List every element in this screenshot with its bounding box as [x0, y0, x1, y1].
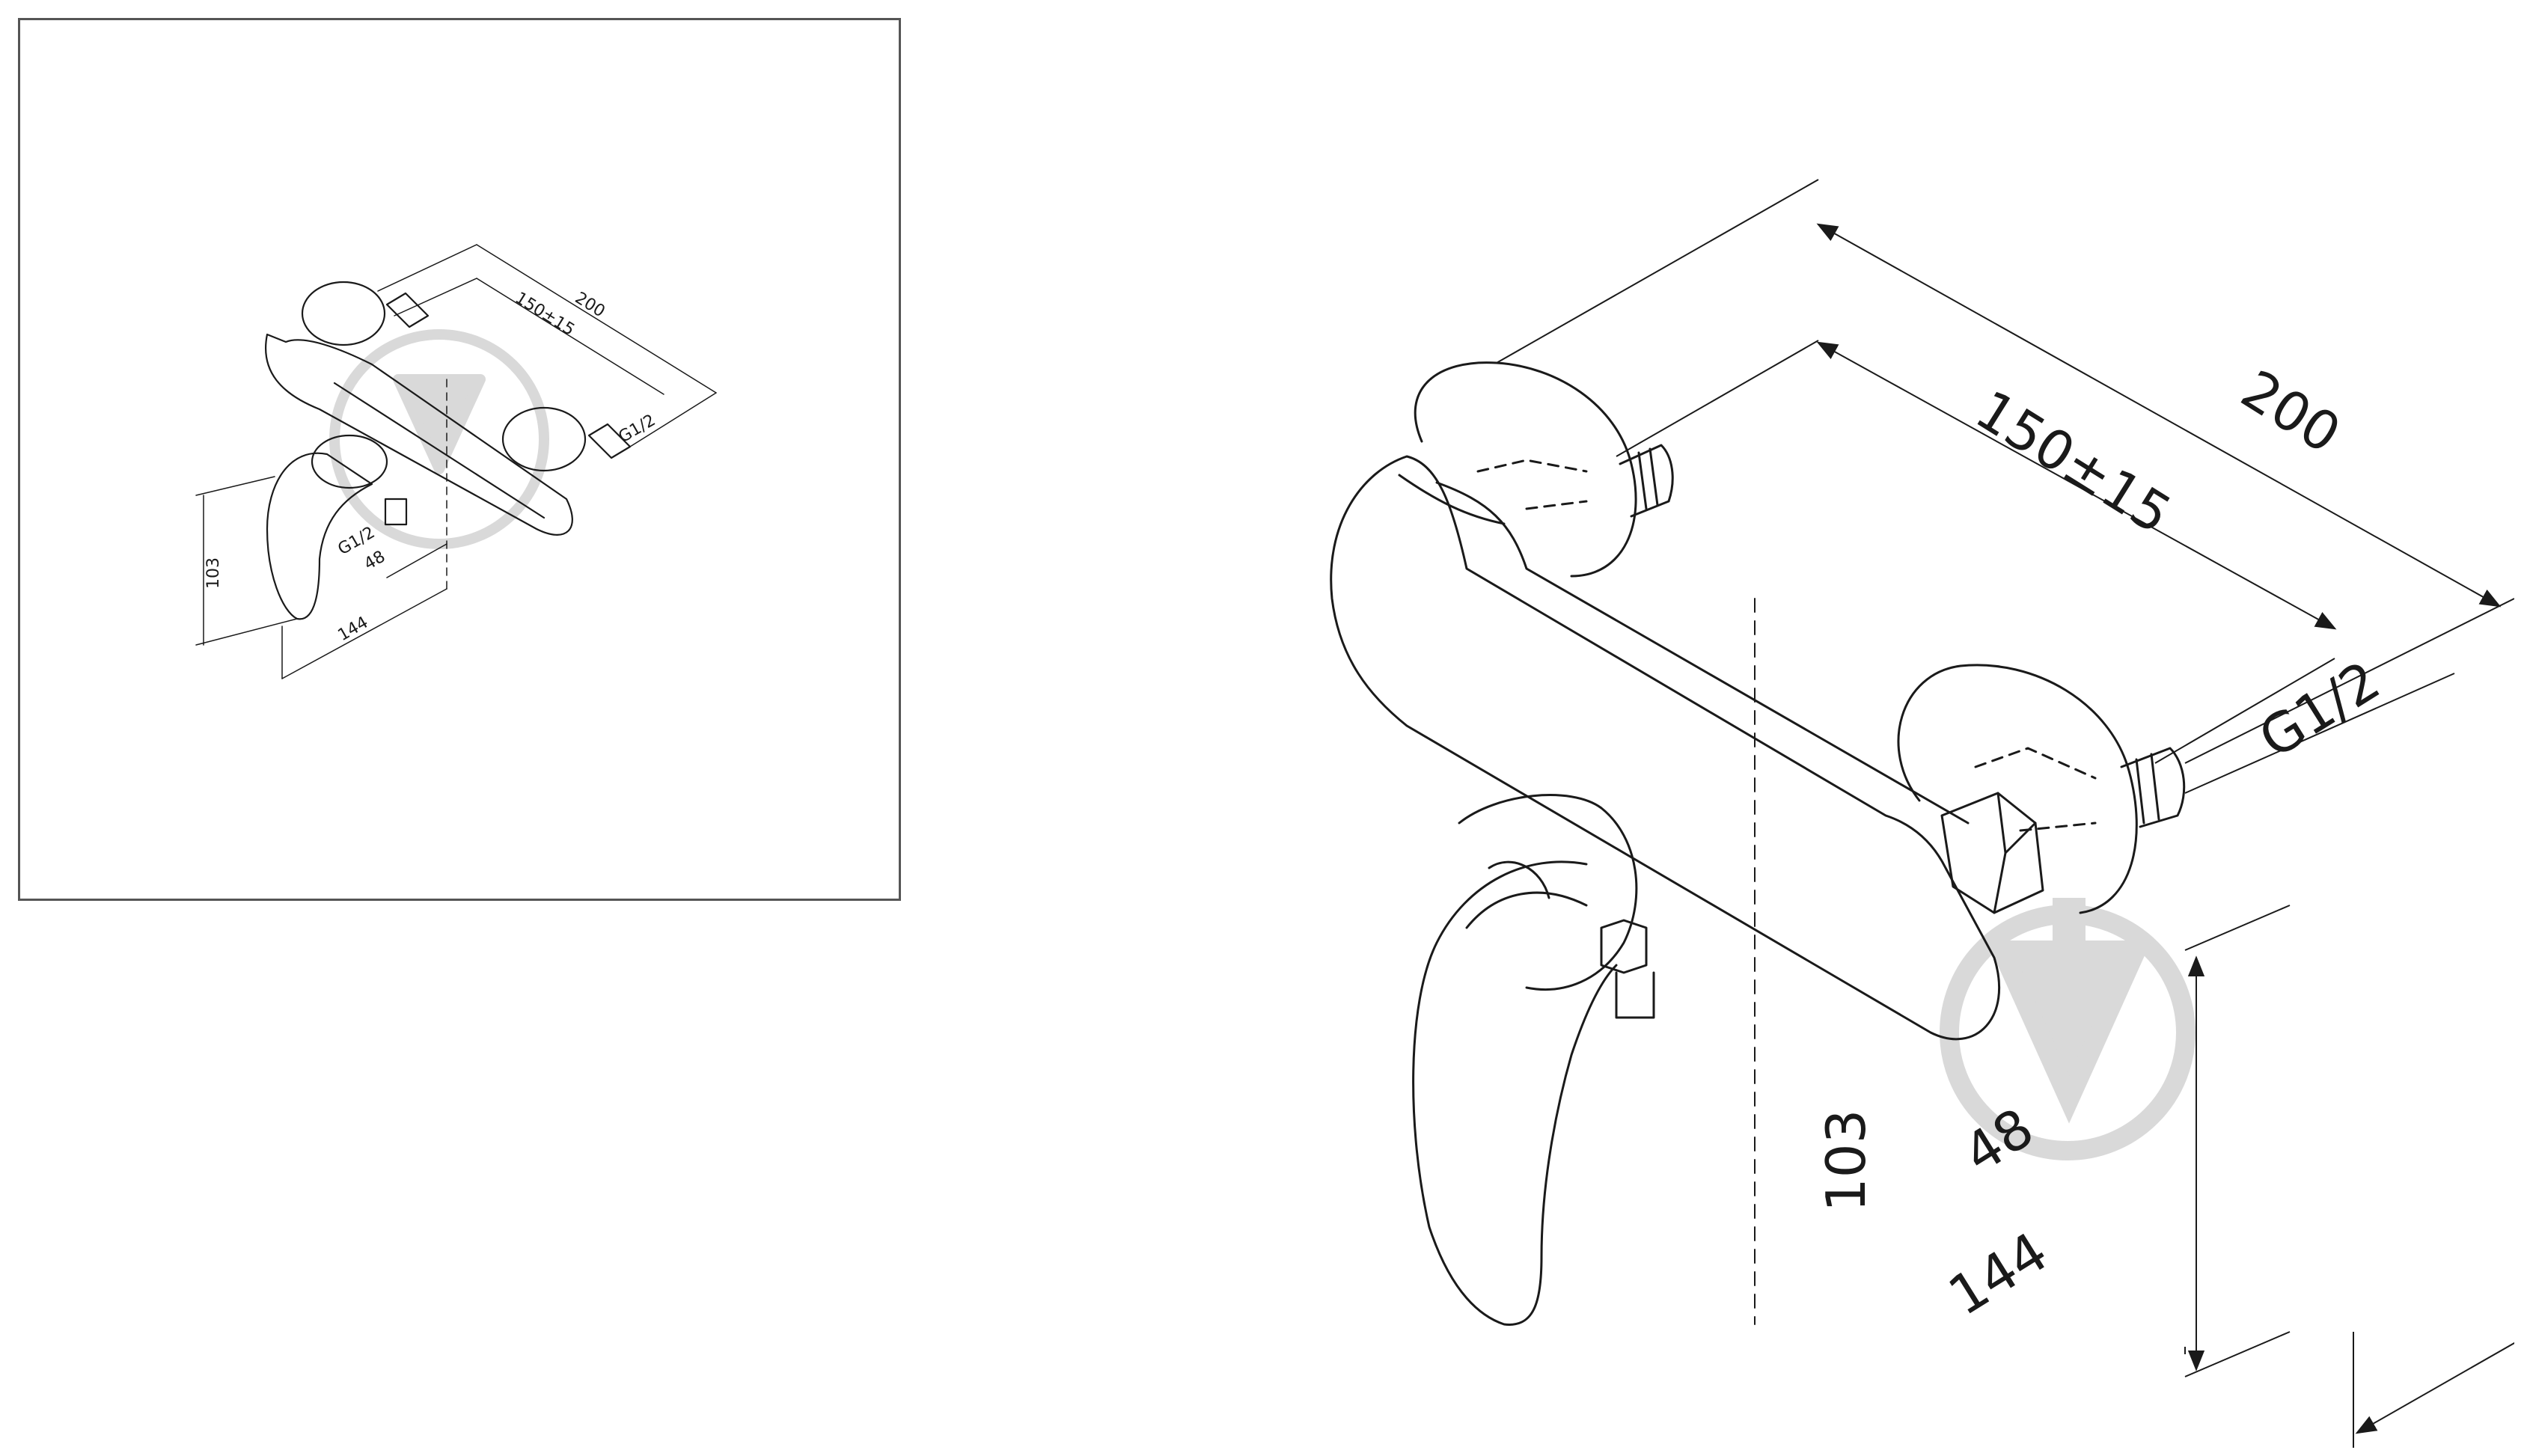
left-wall-flange	[1398, 361, 1637, 578]
thumb-label-48: 48	[361, 548, 389, 575]
main-drawing: 200 150±15 G1/2 48 144 103	[1330, 179, 2514, 1448]
thumbnail-drawing: 200 150±15 G1/2 G1/2 48 144 103	[195, 244, 717, 679]
label-144: 144	[1937, 1220, 2058, 1327]
right-connector	[1940, 747, 2186, 914]
thumb-label-150: 150±15	[512, 289, 578, 340]
thumb-label-103: 103	[204, 557, 223, 589]
label-200: 200	[2231, 358, 2351, 465]
outlet-nipple	[1600, 919, 1655, 1019]
thumbnail-preview[interactable]: 200 150±15 G1/2 G1/2 48 144 103	[18, 18, 901, 901]
download-arrow-icon	[329, 329, 549, 549]
handle-lever	[1412, 860, 1618, 1326]
mixer-body	[1330, 455, 2001, 1041]
label-103: 103	[1815, 1110, 1877, 1212]
thumb-label-g12: G1/2	[616, 411, 659, 447]
label-150-15: 150±15	[1965, 378, 2182, 546]
thumb-label-200: 200	[572, 289, 608, 321]
left-connector	[1476, 444, 1674, 518]
download-arrow-icon	[1940, 898, 2196, 1160]
right-wall-flange	[1897, 664, 2138, 914]
